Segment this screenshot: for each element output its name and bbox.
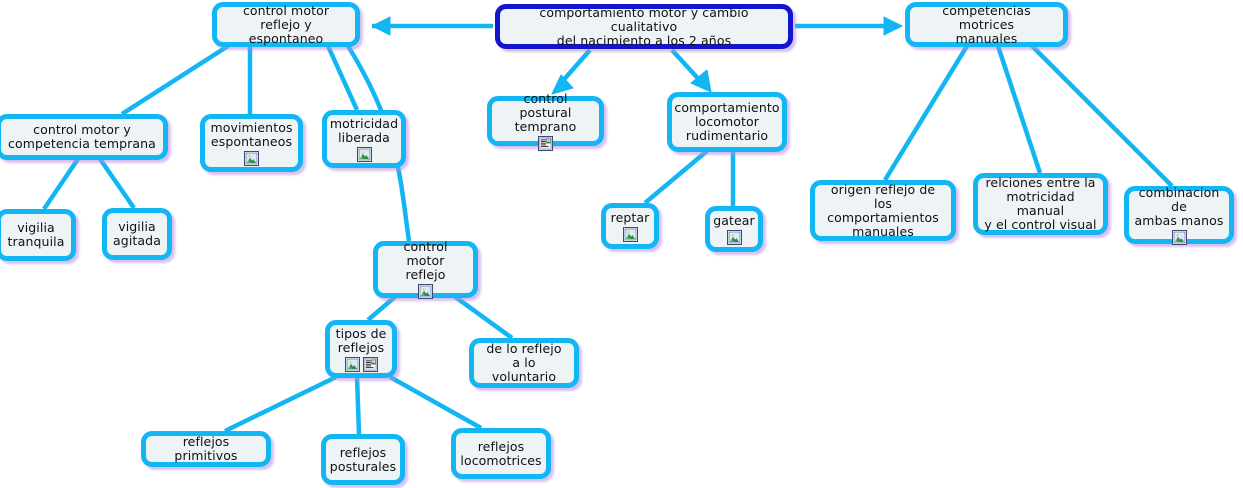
node-label: combinacion de ambas manos bbox=[1134, 184, 1224, 228]
node-label: comportamiento motor y cambio cualitativ… bbox=[539, 4, 749, 48]
node-label: movimientos espontaneos bbox=[210, 119, 293, 149]
edge-control-motor-competencia-temprana-to-vigilia-tranquila bbox=[42, 157, 80, 211]
image-icon[interactable] bbox=[622, 226, 638, 242]
document-icon[interactable] bbox=[538, 135, 553, 151]
node-relciones-motricidad-manual-control-visual[interactable]: relciones entre la motricidad manual y e… bbox=[973, 173, 1108, 235]
node-label: relciones entre la motricidad manual y e… bbox=[984, 175, 1097, 232]
node-label: control postural temprano bbox=[514, 90, 577, 134]
node-label: control motor reflejo bbox=[403, 239, 448, 282]
node-icon-row bbox=[1171, 229, 1187, 245]
node-vigilia-tranquila[interactable]: vigilia tranquila bbox=[0, 209, 76, 261]
image-icon[interactable] bbox=[344, 356, 360, 372]
node-comportamiento-locomotor-rudimentario[interactable]: comportamiento locomotor rudimentario bbox=[667, 92, 787, 152]
node-label: reflejos posturales bbox=[329, 444, 397, 474]
node-origen-reflejo-comportamientos-manuales[interactable]: origen reflejo de los comportamientos ma… bbox=[810, 180, 956, 241]
node-label: gatear bbox=[713, 212, 755, 228]
node-motricidad-liberada[interactable]: motricidad liberada bbox=[322, 110, 406, 168]
node-movimientos-espontaneos[interactable]: movimientos espontaneos bbox=[200, 114, 303, 172]
node-icon-row bbox=[622, 226, 638, 242]
node-competencias-motrices-manuales[interactable]: competencias motrices manuales bbox=[905, 2, 1068, 47]
node-icon-row bbox=[538, 135, 553, 151]
node-label: comportamiento locomotor rudimentario bbox=[674, 100, 780, 143]
node-control-motor-reflejo-espontaneo[interactable]: control motor reflejo y espontaneo bbox=[212, 2, 360, 47]
node-label: reptar bbox=[610, 209, 650, 225]
node-label: tipos de reflejos bbox=[335, 325, 387, 355]
node-label: vigilia agitada bbox=[113, 219, 161, 248]
arrowhead-root-to-competencias-motrices-manuales bbox=[883, 16, 903, 36]
node-icon-row bbox=[726, 229, 742, 245]
node-label: reflejos locomotrices bbox=[460, 438, 542, 468]
node-label: de lo reflejo a lo voluntario bbox=[486, 341, 562, 384]
edge-control-motor-reflejo-espontaneo-to-motricidad-liberada bbox=[325, 45, 360, 111]
edge-competencias-motrices-manuales-to-combinacion-ambas-manos bbox=[1030, 44, 1174, 188]
node-reflejos-posturales[interactable]: reflejos posturales bbox=[321, 434, 405, 485]
edge-tipos-de-reflejos-to-reflejos-locomotrices bbox=[388, 375, 483, 430]
image-icon[interactable] bbox=[244, 150, 259, 166]
node-gatear[interactable]: gatear bbox=[705, 206, 763, 252]
edge-control-motor-competencia-temprana-to-vigilia-agitada bbox=[98, 157, 136, 210]
edge-competencias-motrices-manuales-to-relciones-motricidad-manual-control-visual bbox=[995, 45, 1043, 174]
node-control-postural-temprano[interactable]: control postural temprano bbox=[487, 91, 604, 151]
edge-tipos-de-reflejos-to-reflejos-primitivos bbox=[224, 374, 337, 434]
node-icon-row bbox=[356, 146, 372, 162]
node-icon-row bbox=[244, 150, 259, 166]
node-label: competencias motrices manuales bbox=[942, 2, 1031, 46]
node-reflejos-primitivos[interactable]: reflejos primitivos bbox=[141, 431, 271, 467]
node-label: motricidad liberada bbox=[329, 115, 399, 145]
node-combinacion-ambas-manos[interactable]: combinacion de ambas manos bbox=[1124, 184, 1234, 245]
image-icon[interactable] bbox=[418, 284, 433, 299]
edge-competencias-motrices-manuales-to-origen-reflejo-comportamientos-manuales bbox=[883, 44, 969, 182]
node-label: vigilia tranquila bbox=[7, 220, 65, 249]
arrowhead-root-to-comportamiento-locomotor-rudimentario bbox=[690, 69, 712, 93]
node-reptar[interactable]: reptar bbox=[601, 203, 659, 249]
node-tipos-de-reflejos[interactable]: tipos de reflejos bbox=[325, 320, 397, 378]
node-control-motor-reflejo[interactable]: control motor reflejo bbox=[373, 239, 478, 299]
node-root[interactable]: comportamiento motor y cambio cualitativ… bbox=[495, 4, 793, 49]
node-icon-row bbox=[418, 284, 433, 299]
node-label: control motor y competencia temprana bbox=[8, 122, 156, 151]
image-icon[interactable] bbox=[1171, 229, 1187, 245]
node-label: control motor reflejo y espontaneo bbox=[242, 2, 330, 46]
node-de-lo-reflejo-a-lo-voluntario[interactable]: de lo reflejo a lo voluntario bbox=[469, 338, 579, 388]
edge-control-motor-reflejo-to-de-lo-reflejo-a-lo-voluntario bbox=[452, 294, 514, 340]
edge-control-motor-reflejo-to-tipos-de-reflejos bbox=[366, 294, 398, 322]
edge-tipos-de-reflejos-to-reflejos-posturales bbox=[354, 376, 362, 435]
node-label: origen reflejo de los comportamientos ma… bbox=[827, 181, 939, 239]
node-control-motor-competencia-temprana[interactable]: control motor y competencia temprana bbox=[0, 114, 168, 160]
node-reflejos-locomotrices[interactable]: reflejos locomotrices bbox=[451, 428, 551, 479]
arrowhead-root-to-control-motor-reflejo-espontaneo bbox=[371, 16, 391, 36]
edge-root-to-control-postural-temprano bbox=[558, 48, 592, 86]
node-icon-row bbox=[344, 356, 378, 372]
edge-comportamiento-locomotor-rudimentario-to-reptar bbox=[643, 149, 709, 205]
edge-root-to-comportamiento-locomotor-rudimentario bbox=[670, 48, 705, 86]
edge-control-motor-reflejo-espontaneo-to-control-motor-competencia-temprana bbox=[120, 44, 230, 116]
image-icon[interactable] bbox=[356, 146, 372, 162]
node-label: reflejos primitivos bbox=[174, 434, 238, 463]
image-icon[interactable] bbox=[726, 229, 742, 245]
node-vigilia-agitada[interactable]: vigilia agitada bbox=[102, 208, 172, 260]
document-icon[interactable] bbox=[362, 356, 378, 372]
